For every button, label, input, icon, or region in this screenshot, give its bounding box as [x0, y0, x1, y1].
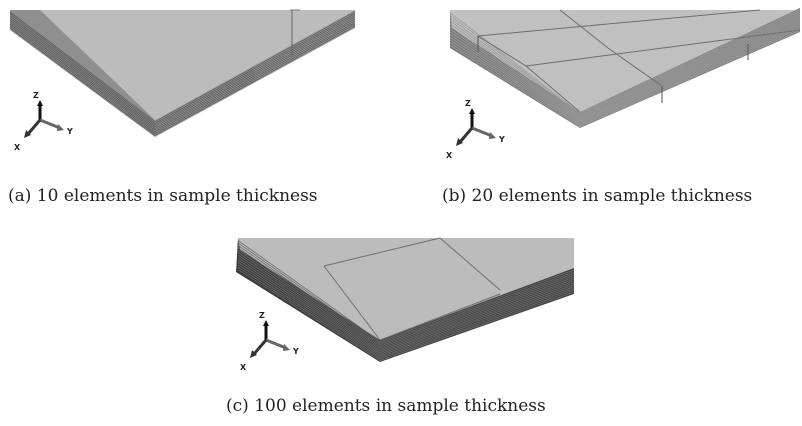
thickness-layer-line: [449, 17, 801, 120]
mesh-line: [525, 65, 581, 113]
top-face: [35, 10, 355, 120]
thickness-layers: [9, 11, 356, 136]
thickness-layer-line: [449, 26, 801, 126]
thickness-layer-line: [449, 16, 801, 119]
mesh-render-b: Z Y X: [446, 8, 801, 160]
thickness-layer-line: [237, 266, 575, 360]
thickness-layer-line: [449, 29, 801, 128]
axis-triad: Z Y X: [14, 91, 73, 152]
thickness-layer-line: [237, 249, 575, 349]
thickness-layer-line: [237, 261, 575, 357]
thickness-layer-line: [449, 9, 801, 114]
caption-b: (b) 20 elements in sample thickness: [442, 186, 753, 206]
axis-label-z: Z: [33, 91, 39, 100]
mesh-line: [477, 35, 527, 67]
thickness-layers: [237, 240, 575, 361]
caption-a: (a) 10 elements in sample thickness: [8, 186, 318, 206]
thickness-layer-line: [237, 269, 575, 361]
mesh-line: [379, 293, 501, 341]
thickness-layer-line: [9, 22, 356, 133]
thickness-layer-line: [237, 247, 575, 347]
thickness-layer-line: [9, 24, 356, 135]
thickness-layer-line: [449, 19, 801, 121]
thickness-layer-line: [449, 12, 801, 116]
mesh-render-a: Z Y X: [9, 9, 356, 152]
thickness-layer-line: [237, 254, 575, 352]
mesh-line: [525, 29, 801, 67]
thickness-layer-line: [237, 264, 575, 358]
axis-label-y: Y: [292, 347, 299, 356]
mesh-render-c: Z Y X: [236, 237, 575, 372]
thickness-layer-line: [449, 23, 801, 123]
axis-label-z: Z: [259, 311, 265, 320]
thickness-layer-line: [237, 242, 575, 344]
thickness-layer-line: [237, 259, 575, 355]
mesh-line: [607, 47, 663, 87]
axis-triad: Z Y X: [446, 99, 505, 160]
top-face: [238, 238, 574, 340]
axis-label-x: X: [446, 151, 453, 160]
thickness-layer-line: [9, 18, 356, 129]
mesh-line: [323, 237, 441, 267]
axis-label-y: Y: [498, 135, 505, 144]
mesh-line: [559, 9, 609, 49]
axis-label-x: X: [14, 143, 21, 152]
thickness-layer-line: [449, 24, 801, 124]
thickness-layer-line: [9, 13, 356, 124]
thickness-layers: [449, 9, 801, 128]
thickness-layer-line: [449, 21, 801, 122]
thickness-layer-line: [9, 16, 356, 128]
thickness-layer-line: [237, 240, 575, 343]
axis-label-y: Y: [66, 127, 73, 136]
mesh-line: [477, 9, 761, 37]
caption-c: (c) 100 elements in sample thickness: [226, 396, 546, 416]
mesh-line: [439, 237, 501, 291]
axis-triad: Z Y X: [240, 311, 299, 372]
thickness-layer-line: [449, 14, 801, 118]
thickness-layer-line: [9, 25, 356, 136]
thickness-layer-line: [9, 15, 356, 126]
panel-c: Z Y X (c) 100 elements in sample thickne…: [200, 232, 602, 426]
thickness-layer-line: [237, 252, 575, 350]
thickness-layer-line: [449, 11, 801, 115]
thickness-layer-line: [237, 244, 575, 346]
thickness-layer-line: [449, 28, 801, 127]
thickness-layer-line: [9, 11, 356, 123]
thickness-layer-line: [237, 257, 575, 354]
panel-b: Z Y X (b) 20 elements in sample thicknes…: [430, 0, 802, 220]
axis-label-z: Z: [465, 99, 471, 108]
panel-a: Z Y X (a) 10 elements in sample thicknes…: [0, 0, 402, 220]
axis-label-x: X: [240, 363, 247, 372]
thickness-layer-line: [9, 20, 356, 131]
mesh-line: [323, 265, 381, 341]
